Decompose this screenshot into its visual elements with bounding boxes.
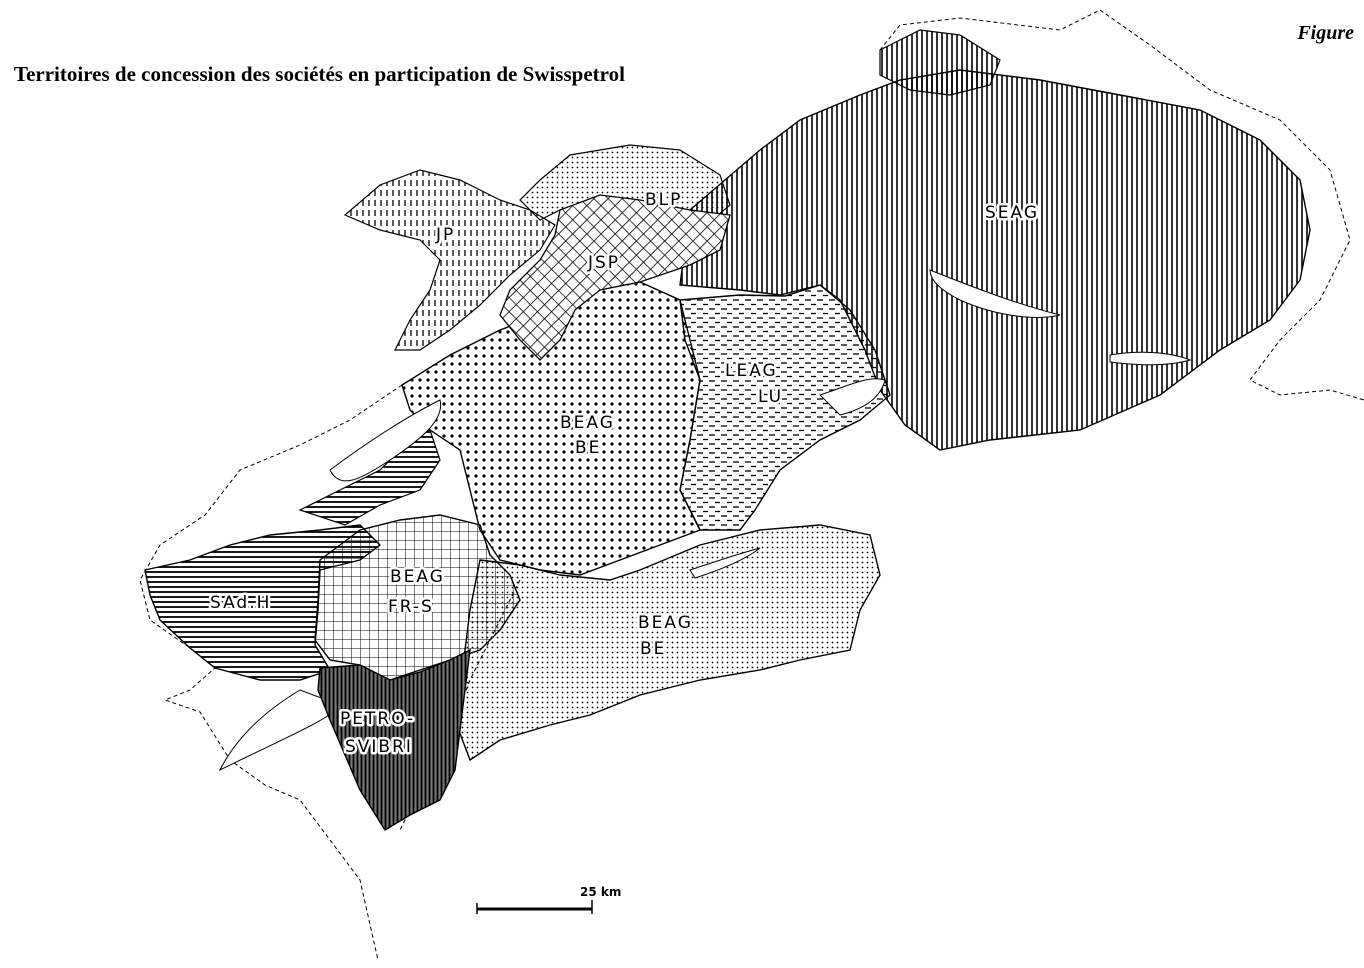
lake-walensee xyxy=(1109,351,1192,366)
label-be-north: BE xyxy=(575,438,601,458)
lake-geneva xyxy=(218,689,341,772)
label-svibri: SVIBRI xyxy=(345,737,413,757)
region-sadh xyxy=(144,524,382,681)
lake-lucerne xyxy=(819,378,886,416)
label-lu: LU xyxy=(758,387,783,407)
region-jsp xyxy=(499,194,731,361)
region-seag-north-lobe xyxy=(879,29,1001,96)
region-beag-be-south xyxy=(454,524,881,762)
scale-label: 25 km xyxy=(580,885,622,899)
label-beag-fr-s: BEAG xyxy=(390,567,445,587)
label-petro: PETRO- xyxy=(340,709,415,729)
national-border-east xyxy=(879,9,1364,401)
figure-label: Figure xyxy=(1297,22,1354,44)
label-fr-s: FR-S xyxy=(388,597,434,617)
label-leag: LEAG xyxy=(725,361,778,381)
region-sadh-north xyxy=(298,429,441,526)
label-beag-be-south: BEAG xyxy=(638,613,693,633)
label-blp: BLP xyxy=(645,190,682,210)
label-sadh: SAd.H xyxy=(210,593,271,613)
label-jsp: JSP xyxy=(587,253,620,273)
label-seag: SEAG xyxy=(985,203,1039,223)
lake-zurich xyxy=(929,269,1061,318)
label-be-south: BE xyxy=(640,639,666,659)
map-title: Territoires de concession des sociétés e… xyxy=(14,62,625,86)
region-beag-fr-s xyxy=(314,514,521,681)
scale-bar xyxy=(476,900,593,914)
label-beag-be-north: BEAG xyxy=(560,413,615,433)
region-jp xyxy=(343,169,556,351)
label-jp: JP xyxy=(435,225,455,245)
lake-neuchatel xyxy=(329,399,442,482)
lake-thun-brienz xyxy=(689,547,761,579)
region-petrosvibri xyxy=(317,648,471,831)
